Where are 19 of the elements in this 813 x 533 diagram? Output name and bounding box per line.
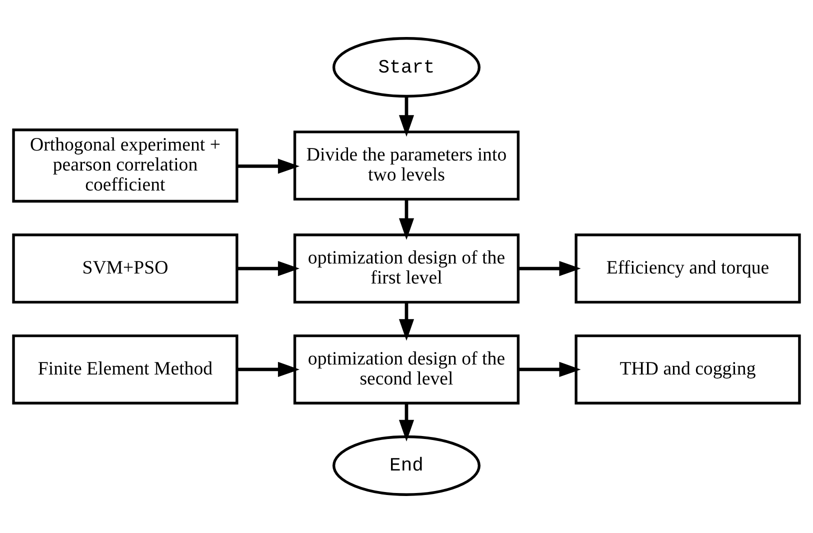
node-box: THD and cogging bbox=[574, 334, 801, 404]
node-ellipse: Start bbox=[332, 37, 481, 98]
arrow bbox=[518, 362, 581, 377]
node-box: Finite Element Method bbox=[12, 334, 238, 404]
arrow bbox=[398, 302, 414, 341]
arrow bbox=[398, 199, 414, 240]
node-box: SVM+PSO bbox=[12, 234, 238, 304]
arrow bbox=[398, 96, 414, 137]
node-box: optimization design of the first level bbox=[293, 234, 520, 304]
node-box: Divide the parameters into two levels bbox=[293, 130, 520, 201]
node-box: Orthogonal experiment + pearson correlation coefficient bbox=[12, 128, 238, 203]
arrow bbox=[237, 362, 300, 377]
node-box: Efficiency and torque bbox=[574, 234, 801, 304]
arrow bbox=[237, 158, 300, 174]
arrow bbox=[518, 260, 581, 276]
node-ellipse: End bbox=[332, 435, 481, 496]
arrow bbox=[237, 260, 300, 276]
arrow bbox=[398, 403, 414, 442]
node-box: optimization design of the second level bbox=[293, 334, 520, 404]
